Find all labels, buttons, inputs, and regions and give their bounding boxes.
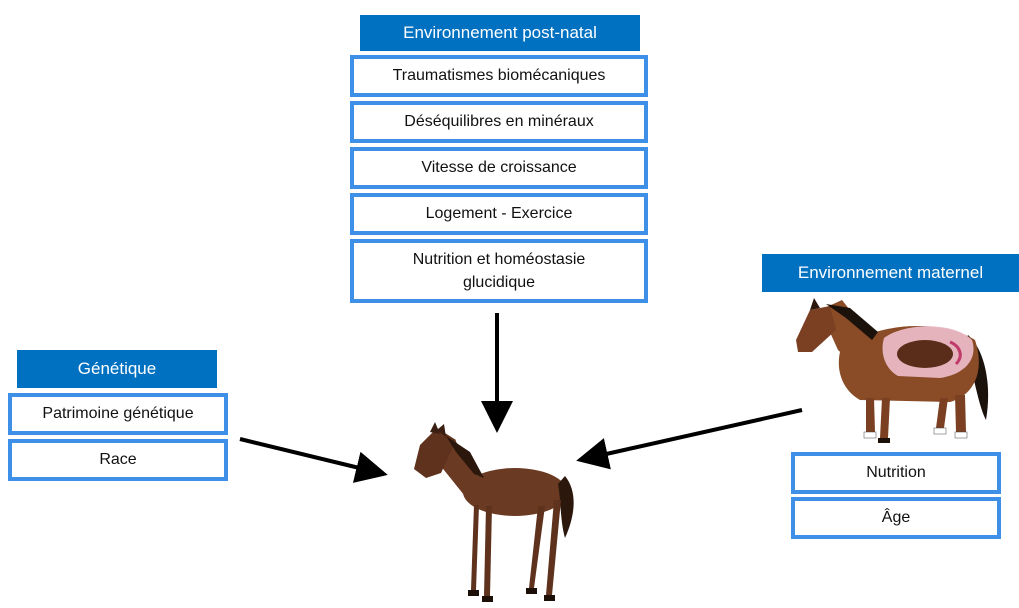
postnatal-item-trauma: Traumatismes biomécaniques (350, 55, 648, 97)
postnatal-item-growth: Vitesse de croissance (350, 147, 648, 189)
maternal-item-age: Âge (791, 497, 1001, 539)
foal-icon (414, 422, 574, 602)
genetics-item-heritage: Patrimoine génétique (8, 393, 228, 435)
arrow-maternal (576, 408, 803, 470)
postnatal-header: Environnement post-natal (360, 15, 640, 51)
pregnant-mare-icon (796, 298, 989, 443)
arrow-genetics (239, 437, 388, 483)
postnatal-item-nutrition: Nutrition et homéostasie glucidique (350, 239, 648, 303)
maternal-header: Environnement maternel (762, 254, 1019, 292)
postnatal-item-housing: Logement - Exercice (350, 193, 648, 235)
postnatal-item-minerals: Déséquilibres en minéraux (350, 101, 648, 143)
genetics-header: Génétique (17, 350, 217, 388)
genetics-item-breed: Race (8, 439, 228, 481)
maternal-item-nutrition: Nutrition (791, 452, 1001, 494)
